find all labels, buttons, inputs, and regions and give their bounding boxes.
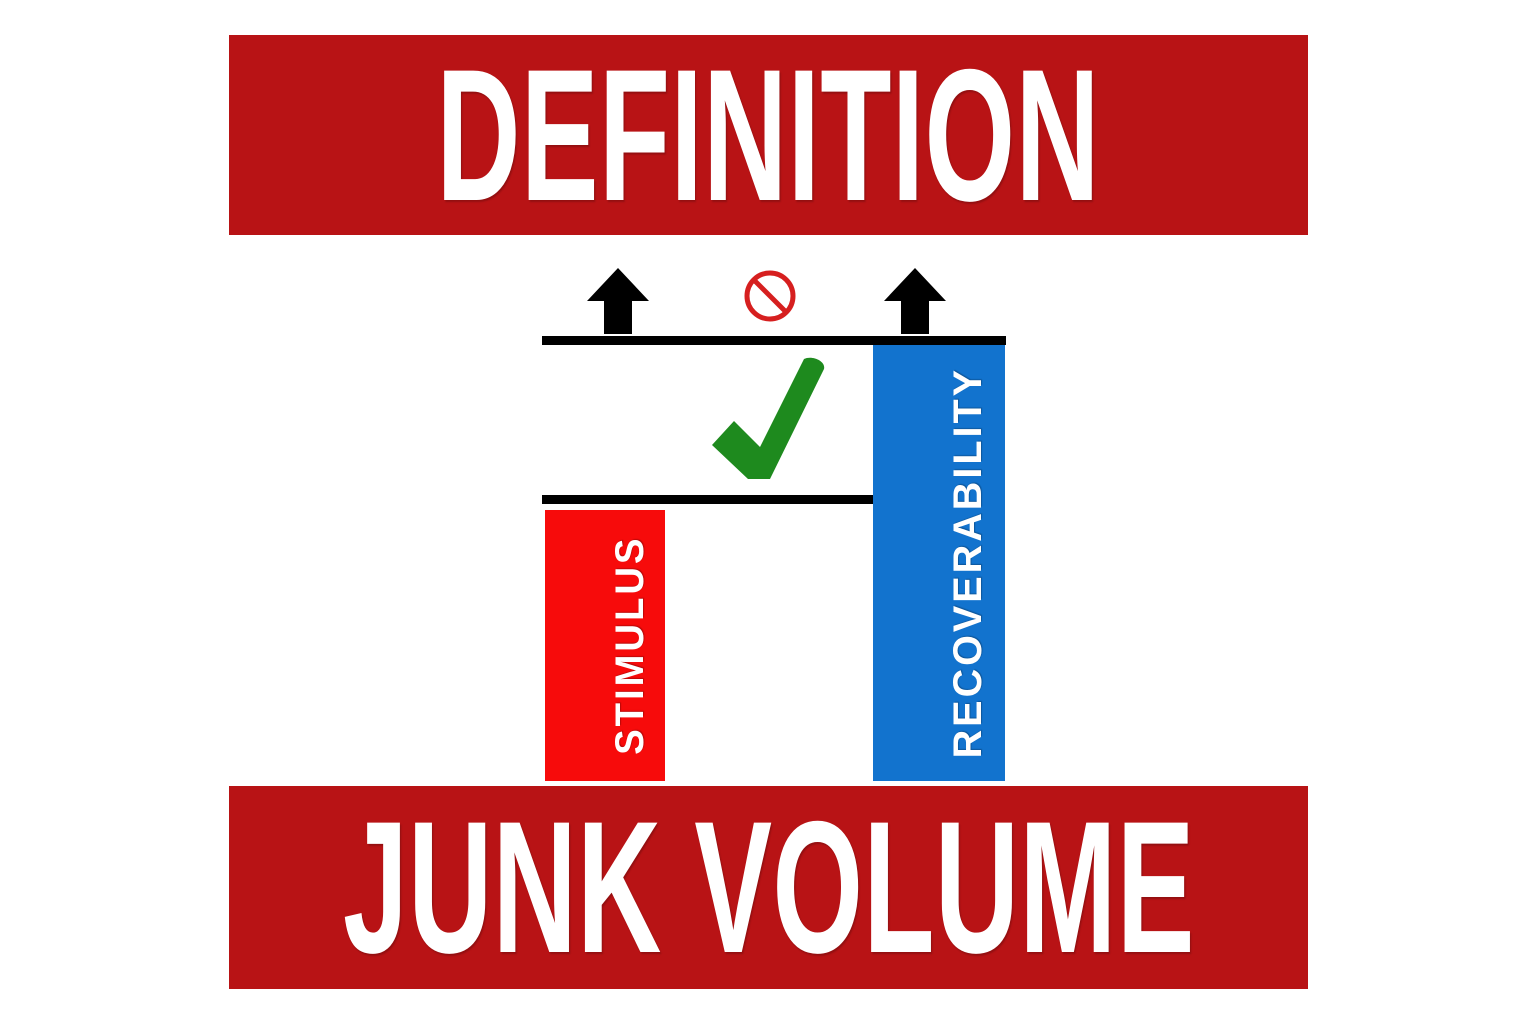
bar-stimulus: STIMULUS [545, 510, 665, 781]
page-title: DEFINITION [436, 35, 1101, 235]
footer-title: JUNK VOLUME [342, 786, 1195, 989]
junk-volume-banner: JUNK VOLUME [229, 786, 1308, 989]
prohibition-icon [744, 270, 796, 322]
check-icon [712, 357, 825, 479]
lower-threshold-line [542, 495, 873, 504]
definition-banner: DEFINITION [229, 35, 1308, 235]
up-arrow-icon [587, 268, 649, 334]
bar-recoverability: RECOVERABILITY [873, 345, 1005, 781]
diagram-area: STIMULUS RECOVERABILITY [0, 235, 1536, 786]
upper-threshold-line [542, 336, 1006, 345]
up-arrow-icon [884, 268, 946, 334]
bar-recoverability-label: RECOVERABILITY [946, 367, 990, 759]
bar-stimulus-label: STIMULUS [608, 535, 652, 756]
